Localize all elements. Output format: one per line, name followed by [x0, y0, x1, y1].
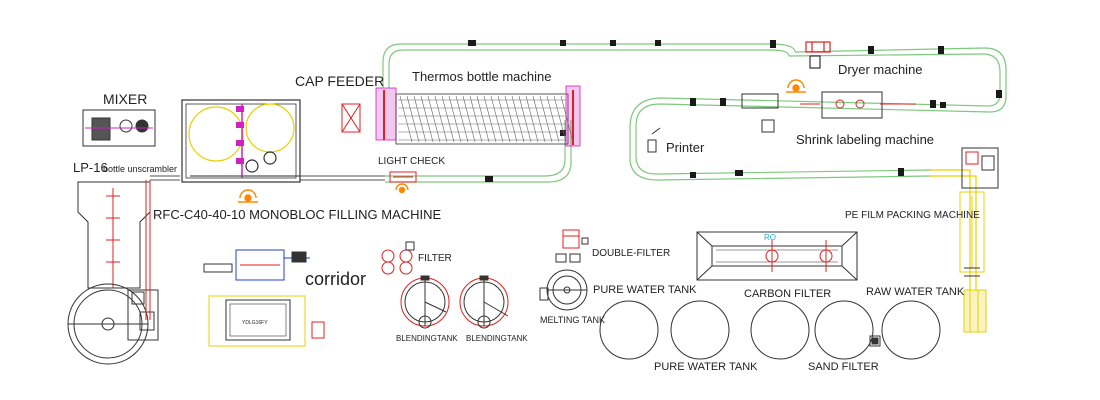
ro-unit	[696, 231, 858, 281]
melting-tank-unit	[539, 269, 588, 311]
thermos-hatch-line	[560, 95, 574, 143]
thermos-hatch-line	[553, 95, 567, 143]
thermos-hatch-line	[539, 95, 553, 143]
dryer-machine	[805, 41, 831, 69]
raw-water-tank-shape	[881, 300, 941, 360]
thermos-hatch-line	[504, 95, 518, 143]
mixer-unit	[82, 109, 156, 147]
blending-tank-2-label: BLENDINGTANK	[466, 334, 528, 343]
thermos-hatch-line	[441, 95, 455, 143]
printer-label: Printer	[666, 140, 705, 155]
dryer-machine-label: Dryer machine	[838, 62, 923, 77]
thermos-hatch-line	[413, 95, 427, 143]
water-tanks	[599, 300, 941, 360]
thermos-hatch-line	[525, 95, 539, 143]
pe-film-packing-label: PE FILM PACKING MACHINE	[845, 210, 980, 221]
pure-water-tank-top-label: PURE WATER TANK	[593, 284, 697, 296]
pure-water-tank-1-shape	[599, 300, 659, 360]
thermos-hatch-line	[490, 95, 504, 143]
unscrambler-model-label: LP-16	[73, 160, 108, 175]
operator-marker-light	[395, 183, 409, 194]
thermos-hatch-line	[455, 95, 469, 143]
bottle-unscrambler	[67, 175, 180, 365]
thermos-hatch-line	[483, 95, 497, 143]
pump-shape	[869, 335, 881, 347]
conveyor-clamps	[468, 40, 1002, 182]
thermos-bottle-machine-label: Thermos bottle machine	[412, 69, 551, 84]
pure-water-tank-2-shape	[670, 300, 730, 360]
mixer-label: MIXER	[103, 91, 147, 107]
filter-label: FILTER	[418, 253, 452, 264]
thermos-hatch-line	[469, 95, 483, 143]
raw-water-tank-label: RAW WATER TANK	[866, 286, 965, 298]
corridor-label: corridor	[305, 269, 366, 289]
monobloc-filling-machine	[181, 99, 301, 183]
light-check-label: LIGHT CHECK	[378, 156, 445, 167]
blending-tank-1-label: BLENDINGTANK	[396, 334, 458, 343]
filling-machine-label: RFC-C40-40-10 MONOBLOC FILLING MACHINE	[153, 207, 442, 222]
control-panel-label: YDLG16FY	[242, 320, 268, 326]
operator-marker-filling	[238, 189, 258, 203]
thermos-hatch-line	[399, 95, 413, 143]
thermos-hatch-line	[511, 95, 525, 143]
carbon-filter-shape	[750, 300, 810, 360]
thermos-hatch-line	[448, 95, 462, 143]
unscrambler-text-label: bottle unscrambler	[103, 164, 177, 174]
sand-filter-label: SAND FILTER	[808, 361, 879, 373]
blending-tank-1	[400, 275, 450, 329]
sand-filter-shape	[814, 300, 874, 360]
carbon-filter-label: CARBON FILTER	[744, 288, 831, 300]
thermos-hatch-line	[546, 95, 560, 143]
blending-tank-2	[459, 275, 509, 329]
light-check-unit	[389, 171, 417, 183]
thermos-hatch-line	[427, 95, 441, 143]
printer-unit	[647, 127, 661, 153]
conveyor-lines	[300, 43, 1007, 290]
operator-marker-dryer	[786, 79, 806, 93]
double-filter-unit	[555, 229, 589, 263]
pure-water-tank-bottom-label: PURE WATER TANK	[654, 361, 758, 373]
cap-feeder	[341, 103, 361, 133]
thermos-hatch-line	[420, 95, 434, 143]
thermos-hatch-line	[406, 95, 420, 143]
thermos-bottle-machine	[375, 85, 581, 147]
corridor-equipment	[203, 249, 325, 347]
double-filter-label: DOUBLE-FILTER	[592, 248, 670, 259]
shrink-labeling-machine	[741, 91, 916, 133]
melting-tank-label: MELTING TANK	[540, 315, 605, 325]
thermos-hatch-line	[476, 95, 490, 143]
thermos-hatch-line	[462, 95, 476, 143]
shrink-labeling-machine-label: Shrink labeling machine	[796, 132, 934, 147]
thermos-hatch-line	[434, 95, 448, 143]
thermos-hatch-line	[532, 95, 546, 143]
filter-unit	[381, 241, 415, 275]
pe-film-packing-machine	[959, 147, 999, 333]
thermos-hatch-line	[497, 95, 511, 143]
thermos-hatch-line	[518, 95, 532, 143]
cap-feeder-label: CAP FEEDER	[295, 73, 384, 89]
ro-label: RO	[764, 233, 776, 242]
